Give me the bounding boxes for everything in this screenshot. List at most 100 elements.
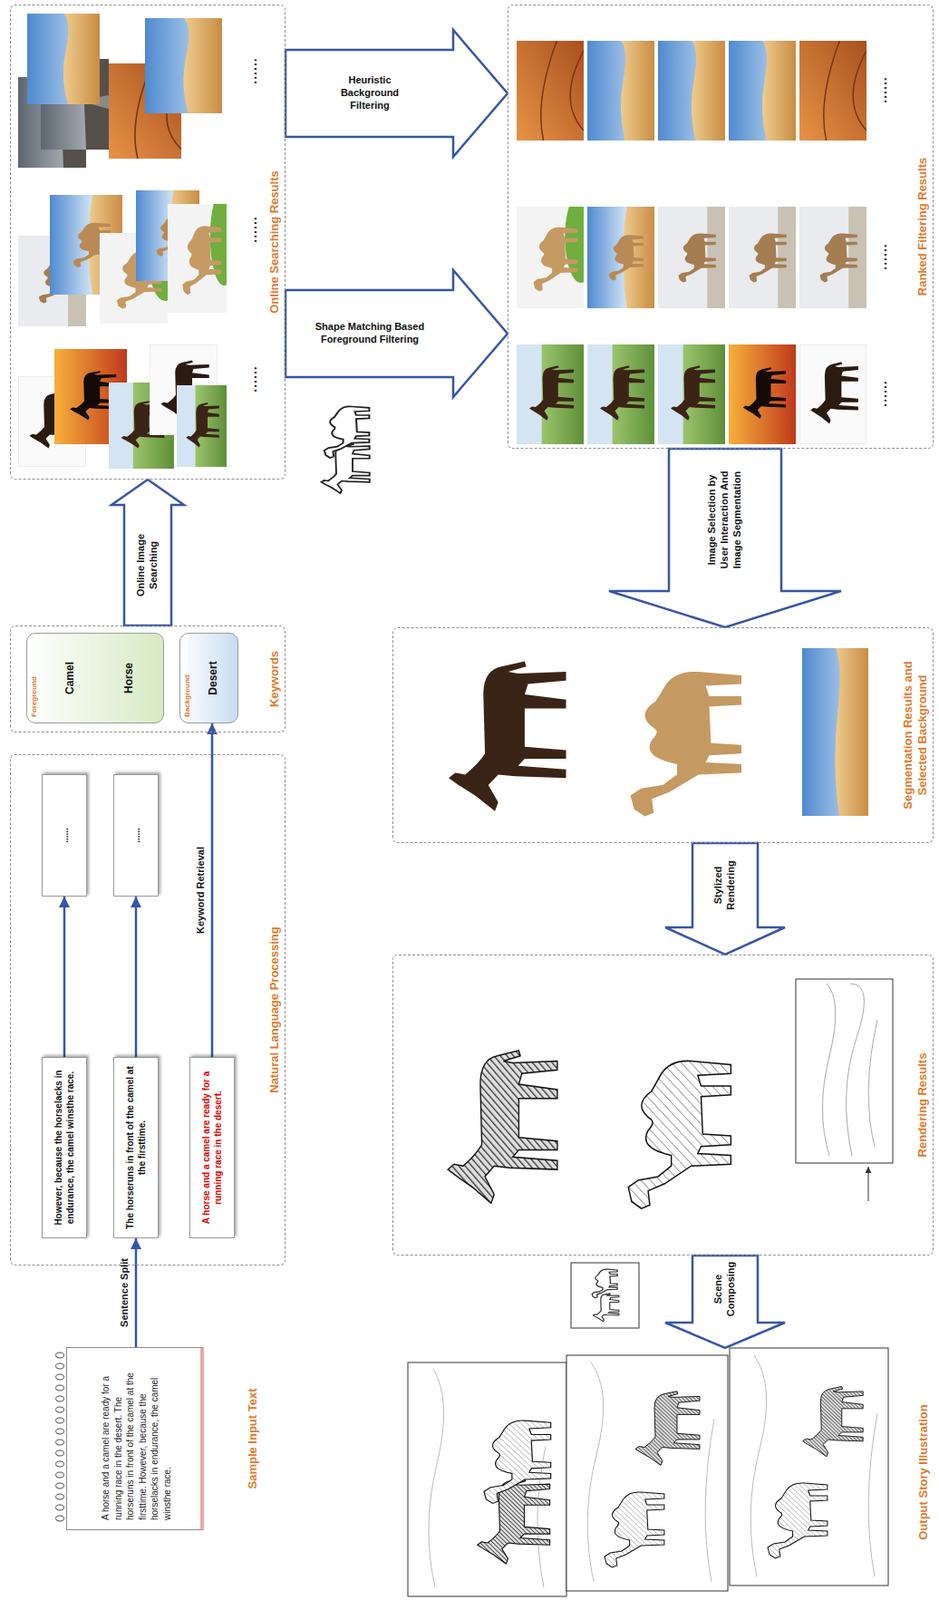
illustration-part	[628, 1060, 731, 1209]
ellipsis: ......	[874, 76, 890, 103]
arrow-label: Shape Matching Based Foreground Filterin…	[301, 320, 438, 347]
illustration-part	[604, 1491, 665, 1568]
illustration-part	[516, 344, 584, 445]
illustration-part	[516, 40, 584, 141]
illustration-part	[635, 1391, 700, 1466]
panel-title: Natural Language Processing	[267, 926, 282, 1094]
block-arrow	[665, 842, 785, 955]
stage-panel: Online Searching Results................…	[9, 4, 286, 480]
illustration-part	[587, 344, 655, 445]
illustration-part	[750, 1355, 878, 1577]
ellipsis: ......	[244, 365, 260, 392]
compose-thumbnail	[571, 1262, 639, 1328]
illustration-part	[587, 1362, 715, 1582]
ellipsis: ......	[244, 215, 260, 243]
shape-template	[321, 406, 370, 494]
sentence-text: A horse and a camel are ready for a runn…	[200, 1064, 224, 1230]
stage-panel: Ranked Filtering Results................…	[507, 4, 934, 449]
illustration-part	[324, 406, 370, 458]
illustration-part	[822, 983, 879, 1156]
input-text: A horse and a camel are ready for a runn…	[99, 1356, 174, 1520]
illustration-part	[176, 385, 227, 467]
keyword-box: Background Desert	[179, 632, 239, 724]
illustration-part	[571, 1262, 639, 1328]
illustration-part	[658, 40, 726, 141]
illustration-part	[587, 206, 655, 309]
sentence-box: A horse and a camel are ready for a runn…	[189, 1056, 235, 1239]
flow-arrow	[63, 896, 67, 1057]
illustration-part	[802, 648, 869, 816]
sentence-text: However, because the horselacks in endur…	[52, 1064, 77, 1230]
illustration-part	[658, 344, 726, 445]
keyword: Horse	[122, 662, 136, 694]
illustration-part	[27, 13, 100, 105]
rendered-sketches	[447, 978, 893, 1209]
illustration-part	[591, 1268, 618, 1298]
block-arrow	[665, 1255, 785, 1348]
block-arrow	[609, 448, 842, 628]
notebook-rings	[54, 1349, 66, 1524]
illustration-part	[658, 206, 726, 309]
arrow-label: Stylized Rendering	[712, 846, 738, 924]
keyword-group-label: Foreground	[29, 676, 39, 717]
arrow-label: Sentence Split	[118, 1258, 132, 1327]
sentence-box: However, because the horselacks in endur…	[41, 1056, 88, 1239]
arrow-label: Heuristic Background Filtering	[322, 74, 417, 112]
block-arrow	[111, 479, 184, 626]
ellipsis: ......	[874, 379, 890, 407]
arrow-label: Image Selection by User Interaction And …	[706, 465, 744, 575]
block-arrow	[285, 270, 508, 397]
keyword-group-label: Background	[183, 674, 192, 717]
sentence-text: The horseruns in front of the camel at t…	[124, 1064, 148, 1230]
panel-title: Output Story Illustration	[916, 1403, 931, 1540]
illustration-part	[447, 1050, 558, 1204]
stage-panel: Segmentation Results and Selected Backgr…	[392, 627, 934, 843]
stage-panel: Keywords Foreground Camel Horse Background De…	[9, 625, 286, 733]
output-group: Output Story Illustration	[403, 1347, 934, 1597]
illustration-part	[566, 1355, 728, 1591]
ranked-photos	[516, 40, 867, 445]
illustration-part	[145, 18, 223, 114]
illustration-part	[630, 671, 742, 817]
ellipsis: ......	[874, 242, 890, 270]
illustration-part	[799, 40, 867, 141]
block-arrow	[285, 29, 508, 157]
illustration-part	[167, 187, 239, 313]
illustration-part	[729, 1347, 889, 1586]
flow-arrow	[135, 896, 138, 1057]
ellipsis: ......	[244, 57, 260, 84]
illustration-part	[728, 206, 796, 309]
input-notebook: Sample Input TextA horse and a camel are…	[66, 1346, 204, 1530]
flow-arrow	[135, 1238, 138, 1347]
illustration-part	[448, 661, 567, 812]
panel-title: Keywords	[267, 650, 282, 707]
illustration-part	[484, 1420, 552, 1503]
illustration-part	[799, 206, 867, 309]
panel-title: Rendering Results	[915, 1053, 930, 1158]
illustration-part	[64, 29, 842, 1348]
sentence-text: ......	[58, 827, 71, 843]
stage-panel: Natural Language ProcessingHowever, beca…	[9, 754, 286, 1266]
online-photos	[18, 13, 239, 469]
illustration-part	[407, 1362, 567, 1597]
keyword: Camel	[63, 661, 77, 695]
keyword: Desert	[206, 660, 220, 695]
panel-title: Online Searching Results	[267, 170, 282, 314]
stage-panel: Rendering Results	[392, 954, 934, 1256]
illustration-part	[728, 344, 796, 445]
illustration-part	[767, 1482, 828, 1559]
sentence-text: ......	[130, 827, 143, 843]
arrow-label: Keyword Retrieval	[194, 846, 208, 934]
illustration-part	[803, 1386, 864, 1457]
story-pages	[407, 1347, 889, 1597]
panel-title: Sample Input Text	[245, 1388, 260, 1490]
illustration-part	[868, 1166, 870, 1201]
arrow-label: Online Image Searching	[135, 515, 161, 616]
sentence-box: ......	[113, 774, 159, 897]
illustration-part	[516, 191, 598, 309]
keyword-box: Foreground Camel Horse	[26, 632, 165, 724]
flow-arrow	[211, 723, 214, 1057]
illustration-part	[799, 344, 867, 445]
arrow-label: Scene Composing	[712, 1256, 738, 1322]
illustration-part	[728, 40, 796, 141]
